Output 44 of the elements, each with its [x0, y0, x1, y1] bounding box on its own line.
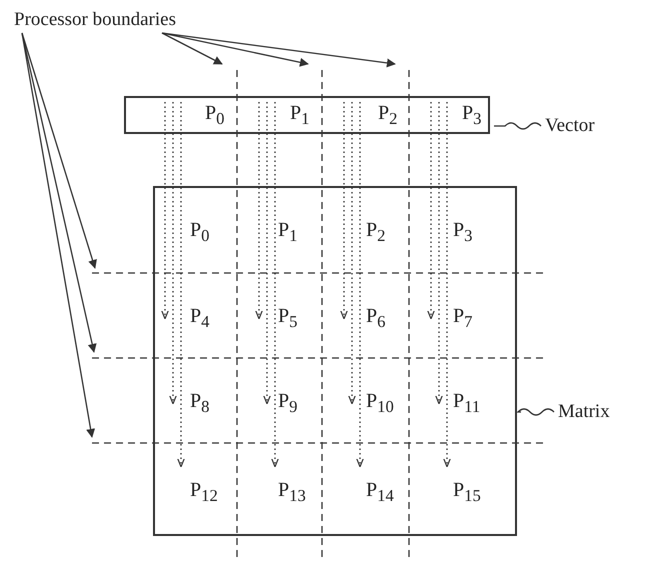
- processor-label: P$_{10}$: [366, 390, 394, 412]
- leader-arrow: [162, 32, 223, 65]
- dotted-arrow: [255, 102, 263, 320]
- leader-line: [494, 122, 542, 130]
- dotted-arrow: [161, 102, 169, 320]
- processor-label: P$_{1}$: [290, 102, 310, 124]
- matrix-label: Matrix: [558, 401, 610, 422]
- processor-label: P$_{8}$: [190, 390, 210, 412]
- dotted-arrow: [427, 102, 435, 320]
- dotted-arrow: [169, 102, 177, 404]
- dotted-arrow: [177, 102, 185, 468]
- processor-label: P$_{9}$: [278, 390, 298, 412]
- processor-label: P$_{3}$: [453, 218, 472, 240]
- processor-label: P$_{2}$: [366, 218, 386, 240]
- dotted-arrow: [348, 102, 356, 404]
- processor-label: P$_{3}$: [462, 102, 482, 124]
- dotted-arrow: [435, 102, 443, 404]
- dotted-arrow: [340, 102, 348, 320]
- processor-label: P$_{1}$: [278, 218, 298, 240]
- dotted-arrow: [271, 102, 279, 468]
- dotted-arrow: [443, 102, 451, 468]
- leader-label: Processor boundaries: [14, 9, 176, 30]
- processor-label: P$_{0}$: [190, 218, 210, 240]
- matrix-box: [153, 186, 517, 536]
- processor-label: P$_{0}$: [205, 102, 224, 124]
- leader-arrow: [162, 32, 396, 68]
- processor-label: P$_{14}$: [366, 478, 394, 500]
- leader-arrow: [21, 32, 97, 353]
- vector-box: [124, 96, 490, 134]
- leader-arrow: [21, 32, 97, 269]
- processor-label: P$_{13}$: [278, 478, 306, 500]
- leader-line: [517, 408, 554, 416]
- processor-label: P$_{12}$: [190, 478, 218, 500]
- processor-label: P$_{15}$: [453, 478, 481, 500]
- processor-label: P$_{2}$: [378, 102, 398, 124]
- processor-label: P$_{6}$: [366, 304, 386, 326]
- vector-label: Vector: [545, 115, 595, 136]
- leader-arrow: [21, 32, 96, 438]
- processor-label: P$_{7}$: [453, 304, 472, 326]
- processor-label: P$_{5}$: [278, 304, 298, 326]
- dotted-arrow: [263, 102, 271, 404]
- processor-label: P$_{4}$: [190, 304, 210, 326]
- dotted-arrow: [356, 102, 364, 468]
- processor-label: P$_{11}$: [453, 390, 480, 412]
